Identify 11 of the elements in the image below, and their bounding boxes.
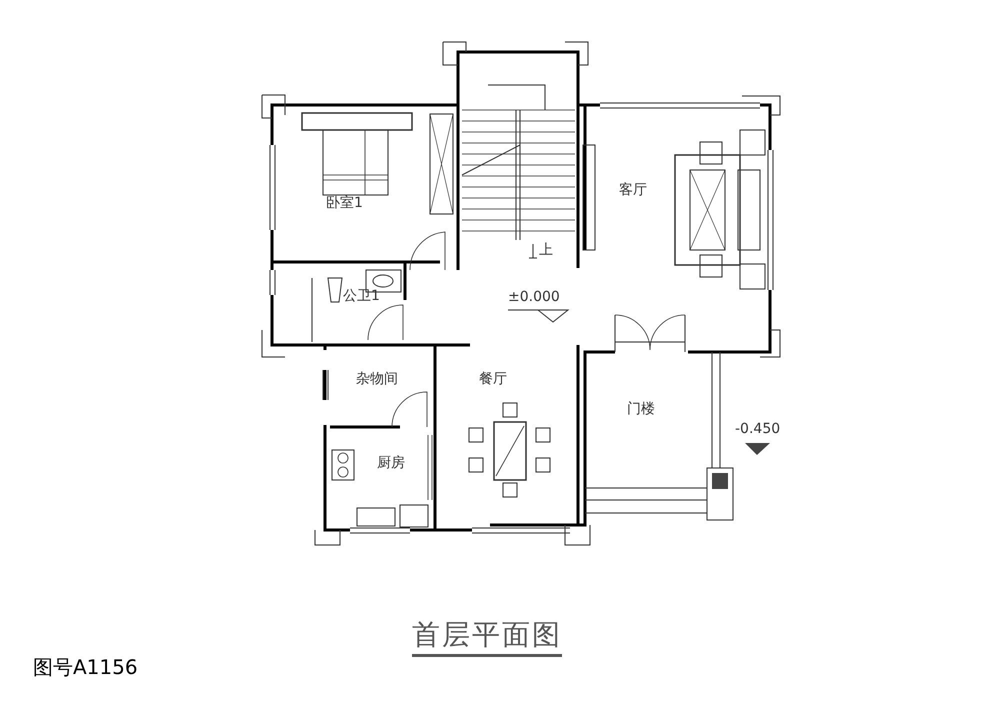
drawing-number: 图号A1156 bbox=[33, 655, 138, 680]
room-label: 杂物间 bbox=[356, 372, 398, 386]
elevation-label: ±0.000 bbox=[508, 290, 560, 304]
room-label: 门楼 bbox=[627, 402, 655, 416]
elevation-label: -0.450 bbox=[735, 422, 780, 436]
room-label: 厨房 bbox=[377, 456, 405, 470]
room-label: 客厅 bbox=[619, 183, 647, 197]
stair-direction-label: 上 bbox=[539, 243, 553, 257]
drawing-title: 首层平面图 bbox=[412, 617, 562, 657]
room-label: 卧室1 bbox=[326, 196, 363, 210]
room-label: 餐厅 bbox=[479, 372, 507, 386]
